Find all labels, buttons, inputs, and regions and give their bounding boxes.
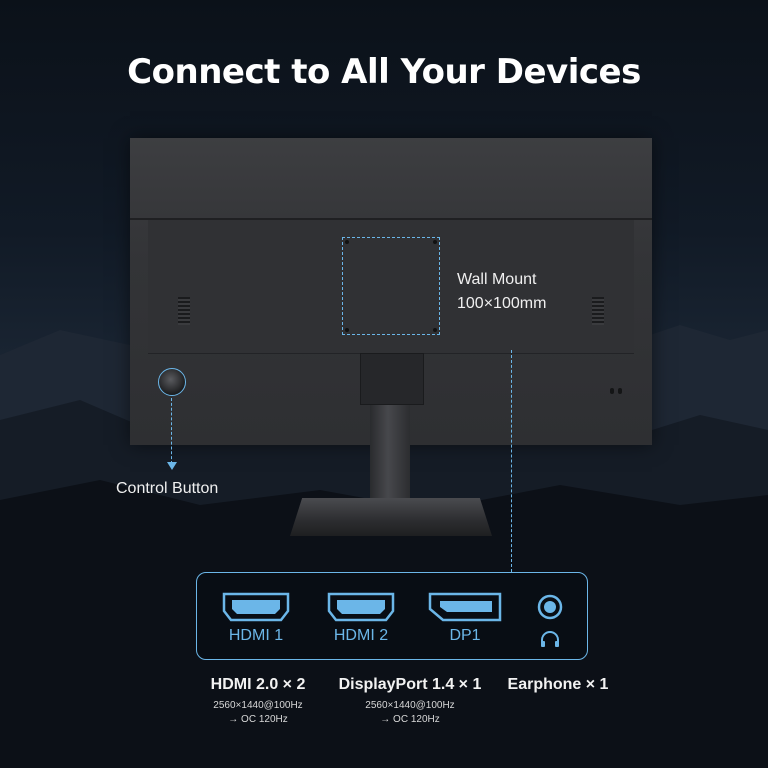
screw-hole-icon bbox=[345, 328, 349, 332]
screw-hole-icon bbox=[345, 240, 349, 244]
spec-overclock: → OC 120Hz bbox=[380, 714, 440, 725]
spec-title-hdmi: HDMI 2.0 × 2 bbox=[210, 676, 306, 693]
vent-icon bbox=[592, 297, 604, 325]
port-label-hdmi1: HDMI 1 bbox=[228, 627, 284, 644]
arrow-down-icon bbox=[167, 462, 177, 470]
spec-overclock: → OC 120Hz bbox=[228, 714, 288, 725]
displayport-icon bbox=[428, 592, 502, 622]
page-title: Connect to All Your Devices bbox=[127, 52, 641, 92]
headphone-icon bbox=[541, 631, 559, 647]
wall-mount-label: Wall Mount 100×100mm bbox=[457, 268, 546, 316]
callout-line bbox=[171, 398, 172, 464]
spec-resolution: 2560×1440@100Hz bbox=[365, 700, 455, 711]
indicator-icon bbox=[618, 388, 622, 394]
control-button-label: Control Button bbox=[116, 480, 219, 497]
spec-title-displayport: DisplayPort 1.4 × 1 bbox=[338, 676, 482, 693]
spec-detail-hdmi: 2560×1440@100Hz → OC 120Hz bbox=[188, 699, 328, 727]
screw-hole-icon bbox=[433, 328, 437, 332]
control-button-icon bbox=[158, 368, 186, 396]
hdmi-port-icon bbox=[327, 592, 395, 622]
wall-mount-title: Wall Mount bbox=[457, 271, 537, 288]
port-label-hdmi2: HDMI 2 bbox=[333, 627, 389, 644]
port-label-dp1: DP1 bbox=[449, 627, 481, 644]
callout-line bbox=[511, 350, 512, 572]
spec-detail-displayport: 2560×1440@100Hz → OC 120Hz bbox=[340, 699, 480, 727]
monitor-top-panel bbox=[130, 138, 652, 220]
spec-title-earphone: Earphone × 1 bbox=[507, 676, 609, 693]
hdmi-port-icon bbox=[222, 592, 290, 622]
vent-icon bbox=[178, 297, 190, 325]
stand-base bbox=[290, 498, 492, 536]
ports-panel: HDMI 1 HDMI 2 DP1 bbox=[196, 572, 588, 660]
earphone-jack-icon bbox=[537, 594, 563, 620]
wall-mount-size: 100×100mm bbox=[457, 295, 547, 312]
stand-joint bbox=[360, 353, 424, 405]
screw-hole-icon bbox=[433, 240, 437, 244]
indicator-icon bbox=[610, 388, 614, 394]
spec-resolution: 2560×1440@100Hz bbox=[213, 700, 303, 711]
vesa-mount-area bbox=[342, 237, 440, 335]
